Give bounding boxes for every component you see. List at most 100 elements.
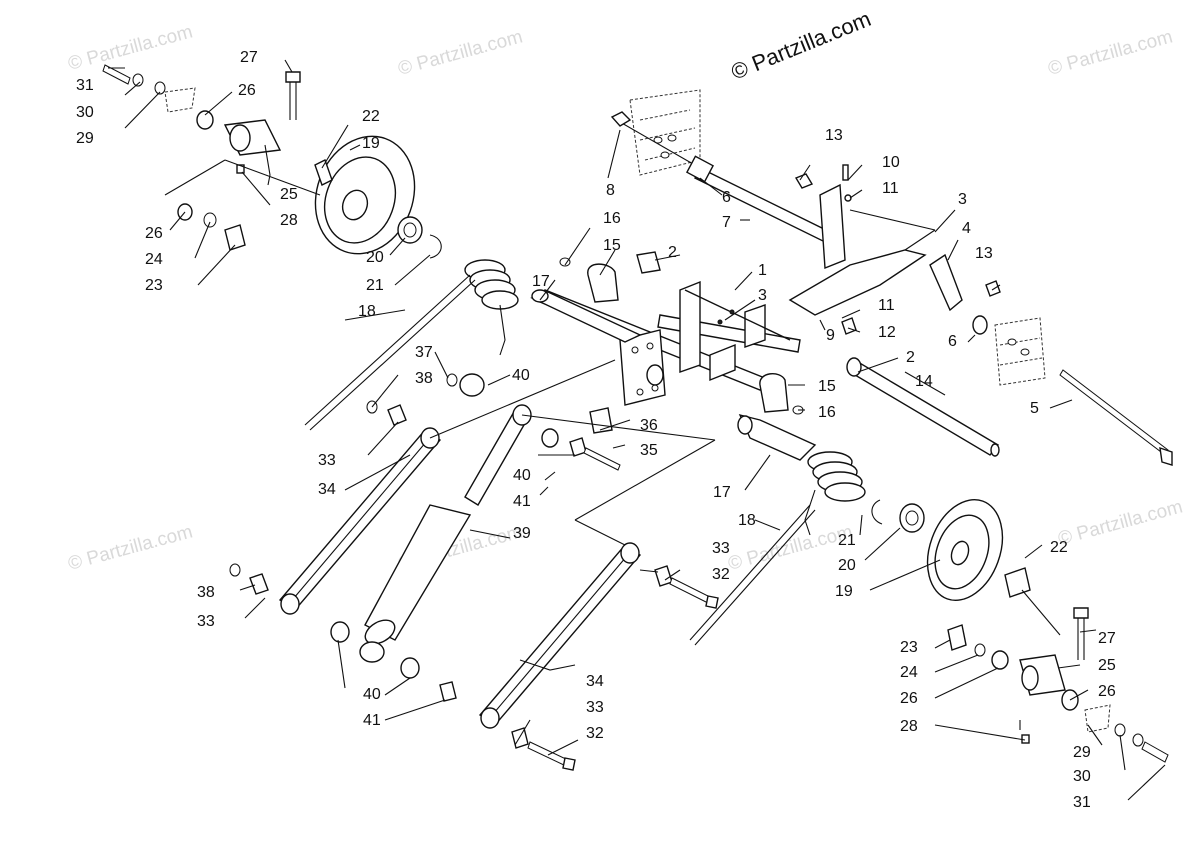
callout-32-upper: 32 xyxy=(712,566,730,583)
callout-41-upper: 41 xyxy=(513,493,531,510)
callout-13-upper: 13 xyxy=(825,127,843,144)
arm-34-right xyxy=(478,542,719,771)
callout-41-lower: 41 xyxy=(363,712,381,729)
watermark-mid-left: © Partzilla.com xyxy=(66,521,195,574)
callout-3-upper: 3 xyxy=(958,191,967,208)
callout-17-upper: 17 xyxy=(532,273,550,290)
callout-24-right: 24 xyxy=(900,664,918,681)
shock-39 xyxy=(330,373,716,702)
callout-25-left: 25 xyxy=(280,186,298,203)
bolt-5 xyxy=(1059,369,1173,466)
callout-labels: 1 2 2 3 3 4 5 6 6 7 8 9 10 11 11 12 13 1… xyxy=(76,49,1116,811)
callout-13-lower: 13 xyxy=(975,245,993,262)
callout-16-lower: 16 xyxy=(818,404,836,421)
callout-40-upper: 40 xyxy=(512,367,530,384)
idler-wheel-19-right xyxy=(871,498,1031,602)
callout-8: 8 xyxy=(606,182,615,199)
callout-2-lower: 2 xyxy=(906,349,915,366)
parts-drawing xyxy=(102,59,1173,801)
callout-28-right: 28 xyxy=(900,718,918,735)
arm-34-left xyxy=(229,359,616,615)
callout-38-lower: 38 xyxy=(197,584,215,601)
watermark-layer: © Partzilla.com © Partzilla.com © Partzi… xyxy=(66,6,1185,575)
callout-15-upper: 15 xyxy=(603,237,621,254)
shaft-17-right xyxy=(737,413,817,461)
callout-26-lower-right: 26 xyxy=(900,690,918,707)
callout-4: 4 xyxy=(962,220,971,237)
callout-31-left: 31 xyxy=(76,77,94,94)
callout-35: 35 xyxy=(640,442,658,459)
callout-12: 12 xyxy=(878,324,896,341)
callout-40-middle: 40 xyxy=(513,467,531,484)
end-mount-25-left xyxy=(102,64,321,251)
watermark-mid-right: © Partzilla.com xyxy=(726,521,855,574)
callout-1: 1 xyxy=(758,262,767,279)
callout-22-right: 22 xyxy=(1050,539,1068,556)
callout-17-lower: 17 xyxy=(713,484,731,501)
callout-40-lower: 40 xyxy=(363,686,381,703)
callout-30-right: 30 xyxy=(1073,768,1091,785)
watermark-top-center: © Partzilla.com xyxy=(396,26,525,79)
callout-36: 36 xyxy=(640,417,658,434)
callout-2-upper: 2 xyxy=(668,244,677,261)
callout-21-left: 21 xyxy=(366,277,384,294)
callout-9: 9 xyxy=(826,327,835,344)
callout-33-left-upper: 33 xyxy=(318,452,336,469)
shaft-14 xyxy=(846,357,1000,457)
callout-14: 14 xyxy=(915,373,933,390)
callout-16-upper: 16 xyxy=(603,210,621,227)
frame-reference-right xyxy=(994,317,1046,386)
callout-10: 10 xyxy=(882,154,900,171)
callout-7: 7 xyxy=(722,214,731,231)
callout-22-left: 22 xyxy=(362,108,380,125)
callout-24-left: 24 xyxy=(145,251,163,268)
callout-3-lower: 3 xyxy=(758,287,767,304)
callout-27-right: 27 xyxy=(1098,630,1116,647)
watermark-copyright: © Partzilla.com xyxy=(728,6,875,85)
callout-20-left: 20 xyxy=(366,249,384,266)
watermark-far-right: © Partzilla.com xyxy=(1056,496,1185,549)
callout-6-upper: 6 xyxy=(722,189,731,206)
callout-26-mid-left: 26 xyxy=(145,225,163,242)
leader-lines xyxy=(108,59,1166,801)
callout-21-right: 21 xyxy=(838,532,856,549)
callout-31-right: 31 xyxy=(1073,794,1091,811)
callout-32-lower: 32 xyxy=(586,725,604,742)
callout-23-left: 23 xyxy=(145,277,163,294)
frame-reference-top xyxy=(629,89,701,176)
callout-33-left-lower: 33 xyxy=(197,613,215,630)
spring-18-left xyxy=(304,259,519,431)
callout-18-left: 18 xyxy=(358,303,376,320)
shaft-17-left xyxy=(530,289,642,343)
cross-shaft-7 xyxy=(610,111,831,243)
callout-30-left: 30 xyxy=(76,104,94,121)
callout-34-left: 34 xyxy=(318,481,336,498)
callout-11-upper: 11 xyxy=(882,180,899,197)
callout-38-upper: 38 xyxy=(415,370,433,387)
callout-33-right-upper: 33 xyxy=(712,540,730,557)
callout-18-right: 18 xyxy=(738,512,756,529)
callout-5: 5 xyxy=(1030,400,1039,417)
callout-39: 39 xyxy=(513,525,531,542)
callout-28-left: 28 xyxy=(280,212,298,229)
callout-27-left: 27 xyxy=(240,49,258,66)
callout-20-right: 20 xyxy=(838,557,856,574)
watermark-top-left: © Partzilla.com xyxy=(66,21,195,74)
callout-26-right: 26 xyxy=(1098,683,1116,700)
callout-29-left: 29 xyxy=(76,130,94,147)
watermark-top-right: © Partzilla.com xyxy=(1046,26,1175,79)
callout-6-lower: 6 xyxy=(948,333,957,350)
callout-19-right: 19 xyxy=(835,583,853,600)
callout-11-lower: 11 xyxy=(878,297,895,314)
idler-wheel-19-left xyxy=(314,135,442,259)
callout-33-right-lower: 33 xyxy=(586,699,604,716)
callout-29-right: 29 xyxy=(1073,744,1091,761)
callout-37: 37 xyxy=(415,344,433,361)
callout-15-lower: 15 xyxy=(818,378,836,395)
callout-25-right: 25 xyxy=(1098,657,1116,674)
callout-34-right: 34 xyxy=(586,673,604,690)
callout-26-top-left: 26 xyxy=(238,82,256,99)
callout-23-right: 23 xyxy=(900,639,918,656)
